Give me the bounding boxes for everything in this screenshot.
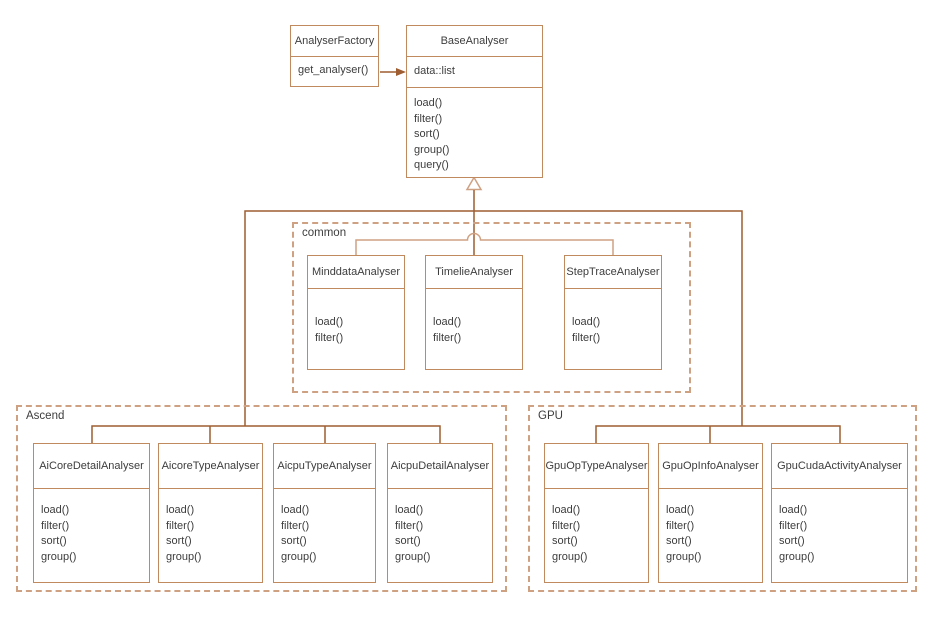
group-gpu: GPU xyxy=(528,405,917,592)
common-bus xyxy=(355,232,614,256)
class-method: query() xyxy=(414,159,449,171)
class-methods: load() filter() sort() group() xyxy=(274,488,375,565)
class-method: load() xyxy=(572,316,601,328)
inheritance-triangle-icon xyxy=(465,176,483,191)
class-title: AicpuTypeAnalyser xyxy=(277,460,372,472)
class-methods: load() filter() sort() group() xyxy=(545,488,648,565)
class-method: filter() xyxy=(41,519,70,532)
class-method: group() xyxy=(281,550,317,563)
class-method: load() xyxy=(552,504,581,516)
class-method: filter() xyxy=(414,112,443,125)
class-gpu-op-info-analyser: GpuOpInfoAnalyser load() filter() sort()… xyxy=(658,443,763,583)
class-method: load() xyxy=(395,504,424,516)
class-method: sort() xyxy=(281,535,307,547)
class-method: filter() xyxy=(395,519,424,532)
class-method: filter() xyxy=(779,519,808,532)
class-title: GpuCudaActivityAnalyser xyxy=(777,460,902,472)
class-method: load() xyxy=(666,504,695,516)
class-method: sort() xyxy=(41,535,67,547)
class-method: sort() xyxy=(666,535,692,547)
class-method: filter() xyxy=(433,331,462,344)
class-method: get_analyser() xyxy=(298,63,369,76)
class-method: sort() xyxy=(166,535,192,547)
class-method: group() xyxy=(779,550,815,563)
class-method: sort() xyxy=(552,535,578,547)
class-method: filter() xyxy=(166,519,195,532)
class-method: group() xyxy=(414,143,450,156)
class-timelie-analyser: TimelieAnalyser load() filter() xyxy=(425,255,523,370)
class-method: load() xyxy=(779,504,808,516)
class-title: AicoreTypeAnalyser xyxy=(161,460,260,472)
class-attribute: data::list xyxy=(414,65,455,78)
class-aicpu-detail-analyser: AicpuDetailAnalyser load() filter() sort… xyxy=(387,443,493,583)
arrow-head-icon xyxy=(396,68,406,76)
class-aicore-type-analyser: AicoreTypeAnalyser load() filter() sort(… xyxy=(158,443,263,583)
group-ascend: Ascend xyxy=(16,405,507,592)
gpu-bus xyxy=(595,425,841,444)
class-methods: load() filter() xyxy=(426,288,522,346)
class-gpu-cuda-activity-analyser: GpuCudaActivityAnalyser load() filter() … xyxy=(771,443,908,583)
class-methods: load() filter() xyxy=(565,288,661,346)
class-aicpu-type-analyser: AicpuTypeAnalyser load() filter() sort()… xyxy=(273,443,376,583)
class-methods: load() filter() sort() group() xyxy=(34,488,149,565)
class-method: load() xyxy=(41,504,70,516)
class-methods: load() filter() sort() group() query() xyxy=(407,87,542,174)
class-analyser-factory: AnalyserFactory get_analyser() xyxy=(290,25,379,87)
class-title: GpuOpTypeAnalyser xyxy=(545,460,648,472)
edge-base-to-side-groups xyxy=(244,210,743,426)
class-step-trace-analyser: StepTraceAnalyser load() filter() xyxy=(564,255,662,370)
class-method: sort() xyxy=(414,128,440,140)
class-minddata-analyser: MinddataAnalyser load() filter() xyxy=(307,255,405,370)
class-title: MinddataAnalyser xyxy=(311,266,401,278)
class-title: StepTraceAnalyser xyxy=(566,266,660,278)
class-title: TimelieAnalyser xyxy=(435,266,513,278)
class-method: filter() xyxy=(281,519,310,532)
class-methods: load() filter() sort() group() xyxy=(772,488,907,565)
group-label: common xyxy=(302,227,347,239)
class-method: sort() xyxy=(779,535,805,547)
class-methods: load() filter() sort() group() xyxy=(388,488,492,565)
class-method: load() xyxy=(166,504,195,516)
class-method: group() xyxy=(41,550,77,563)
class-title: AiCoreDetailAnalyser xyxy=(39,460,144,472)
class-method: group() xyxy=(166,550,202,563)
class-aicore-detail-analyser: AiCoreDetailAnalyser load() filter() sor… xyxy=(33,443,150,583)
group-label: Ascend xyxy=(26,410,65,422)
ascend-bus xyxy=(91,425,441,444)
class-methods: load() filter() xyxy=(308,288,404,346)
class-method: group() xyxy=(395,550,431,563)
class-method: load() xyxy=(414,97,443,109)
class-method: load() xyxy=(281,504,310,516)
class-base-analyser: BaseAnalyser data::list load() filter() … xyxy=(406,25,543,178)
class-methods: get_analyser() xyxy=(291,56,378,84)
class-attributes: data::list xyxy=(407,56,542,87)
class-title: AnalyserFactory xyxy=(294,35,375,47)
group-common: common xyxy=(292,222,691,393)
class-method: filter() xyxy=(572,331,601,344)
class-method: sort() xyxy=(395,535,421,547)
class-methods: load() filter() sort() group() xyxy=(659,488,762,565)
class-title: GpuOpInfoAnalyser xyxy=(662,460,759,472)
class-method: group() xyxy=(666,550,702,563)
class-methods: load() filter() sort() group() xyxy=(159,488,262,565)
class-gpu-op-type-analyser: GpuOpTypeAnalyser load() filter() sort()… xyxy=(544,443,649,583)
class-method: filter() xyxy=(315,331,344,344)
group-label: GPU xyxy=(538,410,563,422)
class-title: AicpuDetailAnalyser xyxy=(390,460,490,472)
class-method: load() xyxy=(315,316,344,328)
class-method: load() xyxy=(433,316,462,328)
class-method: filter() xyxy=(552,519,581,532)
class-method: group() xyxy=(552,550,588,563)
class-method: filter() xyxy=(666,519,695,532)
class-title: BaseAnalyser xyxy=(440,35,509,47)
